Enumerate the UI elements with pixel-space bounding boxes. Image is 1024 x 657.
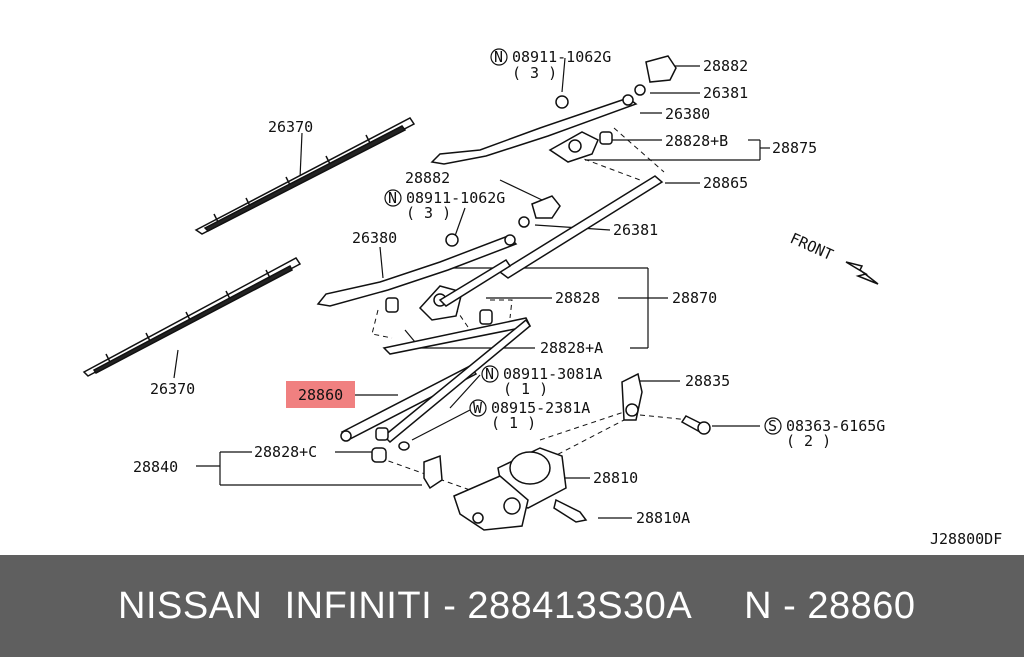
- front-arrow: [845, 261, 879, 285]
- circle-s: S: [768, 417, 777, 435]
- footer-text: NISSAN INFINITI - 288413S30A N - 28860: [0, 585, 916, 628]
- motor-bracket: [621, 372, 711, 435]
- link-rod: [340, 318, 531, 463]
- highlight-box: [286, 381, 355, 408]
- label-front: FRONT: [787, 229, 836, 264]
- label-blade-bottom: 26370: [150, 380, 195, 398]
- wiper-arm-mid: [316, 234, 518, 307]
- label-motor-assy: 28840: [133, 458, 178, 476]
- label-cap-top: 28882: [703, 57, 748, 75]
- label-washer-motor: 08915-2381A: [491, 399, 590, 417]
- label-nut-mid: 08911-1062G: [406, 189, 505, 207]
- circle-n-top: N: [494, 48, 503, 66]
- pivot-linkage-mid: [382, 258, 532, 355]
- wiper-motor: [423, 447, 588, 531]
- circle-n-mid: N: [388, 189, 397, 207]
- label-nut-mid-qty: ( 3 ): [406, 204, 451, 222]
- pivot-cap: [445, 55, 677, 247]
- label-linkage-assy-top: 28875: [772, 139, 817, 157]
- label-motor: 28810: [593, 469, 638, 487]
- label-bracket: 28835: [685, 372, 730, 390]
- label-bolt-qty: ( 2 ): [786, 432, 831, 450]
- label-arm-mid: 26380: [352, 229, 397, 247]
- label-nut-top-qty: ( 3 ): [512, 64, 557, 82]
- label-washer-mid: 26381: [613, 221, 658, 239]
- label-nut-top: 08911-1062G: [512, 48, 611, 66]
- label-pivot-a: 28828+A: [540, 339, 603, 357]
- wiper-blade-bottom: [82, 257, 302, 377]
- label-blade-top: 26370: [268, 118, 313, 136]
- circle-n-motor: N: [485, 365, 494, 383]
- label-nut-motor: 08911-3081A: [503, 365, 602, 383]
- label-nut-motor-qty: ( 1 ): [503, 380, 548, 398]
- diagram-code: J28800DF: [930, 530, 1002, 548]
- label-pivot-c: 28828+C: [254, 443, 317, 461]
- label-linkage-assy-mid: 28870: [672, 289, 717, 307]
- label-pivot: 28828: [555, 289, 600, 307]
- footer-brand-part: NISSAN INFINITI - 288413S30A: [118, 584, 693, 627]
- label-motor-bolt: 28810A: [636, 509, 690, 527]
- label-pivot-b: 28828+B: [665, 132, 728, 150]
- label-bolt: 08363-6165G: [786, 417, 885, 435]
- label-washer-top: 26381: [703, 84, 748, 102]
- footer-banner: NISSAN INFINITI - 288413S30A N - 28860: [0, 555, 1024, 657]
- label-washer-motor-qty: ( 1 ): [491, 414, 536, 432]
- footer-ref: N - 28860: [744, 584, 916, 627]
- label-cap-mid: 28882: [405, 169, 450, 187]
- wiper-arm-top: [430, 94, 638, 165]
- label-arm-top: 26380: [665, 105, 710, 123]
- label-link-rod-highlight: 28860: [298, 386, 343, 404]
- circle-w: W: [473, 399, 483, 417]
- parts-diagram: N N N W S 08911-1062G ( 3 ) 28882 26381 …: [82, 48, 1002, 548]
- pivot-linkage-top: [498, 131, 664, 279]
- wiper-blade-top: [194, 117, 416, 235]
- label-link-rod-top: 28865: [703, 174, 748, 192]
